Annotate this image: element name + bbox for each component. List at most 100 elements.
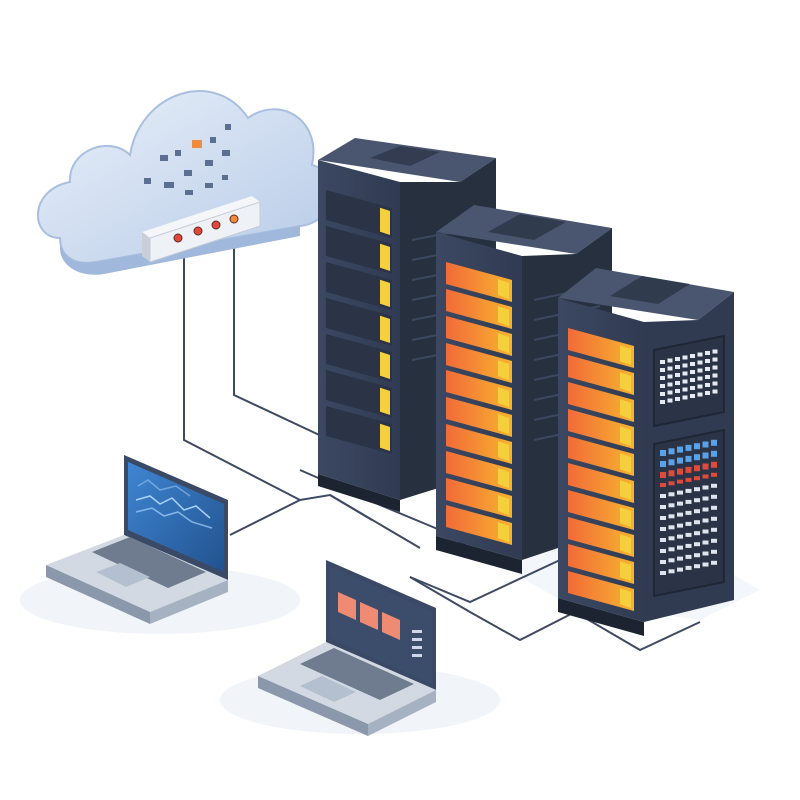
- status-cell: [685, 455, 692, 462]
- panel-dot: [705, 359, 710, 363]
- panel-dot: [705, 351, 710, 355]
- panel-dot: [712, 389, 718, 394]
- drive-indicator: [620, 507, 631, 527]
- drive-indicator: [620, 426, 631, 446]
- status-cell: [668, 525, 675, 530]
- panel-dot: [705, 391, 710, 395]
- status-cell: [677, 512, 683, 517]
- status-cell: [677, 534, 683, 539]
- drive-bay: [568, 382, 634, 422]
- status-cell: [702, 518, 709, 523]
- status-cell: [677, 556, 683, 561]
- drive-bay: [568, 544, 634, 584]
- panel-dot: [682, 363, 688, 368]
- server-rack-icon: [558, 268, 734, 636]
- drive-bay: [326, 406, 392, 454]
- status-cell: [668, 569, 675, 574]
- screen-tile: [382, 612, 400, 640]
- status-cell: [677, 457, 683, 464]
- panel-dot: [682, 387, 688, 392]
- drive-bay: [446, 343, 512, 383]
- status-cell: [685, 466, 692, 473]
- drive-bay: [326, 298, 392, 346]
- panel-dot: [690, 370, 695, 374]
- laptop-icon: [46, 455, 228, 624]
- rack-3-upper-panel: [653, 334, 725, 428]
- panel-dot: [667, 358, 673, 363]
- drive-bay: [568, 490, 634, 530]
- status-cell: [685, 444, 692, 451]
- status-cell: [677, 479, 683, 484]
- drive-indicator: [380, 279, 390, 307]
- panel-dot: [690, 362, 695, 366]
- status-cell: [694, 531, 700, 536]
- drive-bay: [326, 190, 392, 238]
- drive-bay: [568, 517, 634, 557]
- status-cell: [694, 443, 700, 450]
- panel-dot: [675, 381, 680, 385]
- panel-dot: [697, 352, 703, 357]
- rack-3-status-panel: [653, 428, 725, 598]
- status-cell: [694, 509, 700, 514]
- drive-indicator: [620, 399, 631, 419]
- status-cell: [694, 476, 700, 481]
- status-cell: [694, 465, 700, 472]
- panel-dot: [682, 379, 688, 384]
- status-cell: [685, 543, 692, 548]
- status-cell: [668, 558, 675, 563]
- status-cell: [702, 529, 709, 534]
- status-cell: [694, 454, 700, 461]
- panel-dot: [690, 378, 695, 382]
- status-cell: [660, 461, 666, 467]
- status-cell: [694, 487, 700, 492]
- drive-bay: [326, 262, 392, 310]
- status-cell: [694, 520, 700, 525]
- status-cell: [702, 496, 709, 501]
- drive-indicator: [620, 453, 631, 473]
- status-cell: [685, 521, 692, 526]
- drive-bay: [568, 409, 634, 449]
- panel-dot: [675, 389, 680, 393]
- drive-indicator: [380, 315, 390, 343]
- status-cell: [660, 560, 666, 564]
- panel-dot: [697, 360, 703, 365]
- drive-indicator: [498, 279, 509, 299]
- drive-bay: [446, 370, 512, 410]
- drive-indicator: [380, 207, 390, 235]
- laptop-1-screen-chart: [135, 479, 213, 529]
- panel-dot: [675, 365, 680, 369]
- status-cell: [685, 510, 692, 515]
- drive-indicator: [498, 333, 509, 353]
- status-cell: [694, 542, 700, 547]
- panel-dot: [705, 375, 710, 379]
- panel-dot: [660, 368, 665, 372]
- drive-bay: [446, 424, 512, 464]
- status-cell: [660, 549, 666, 553]
- panel-dot: [712, 365, 718, 370]
- panel-dot: [712, 373, 718, 378]
- drive-bay: [446, 478, 512, 518]
- rack-3-drive-bays: [568, 328, 634, 611]
- drive-bay: [446, 262, 512, 302]
- status-cell: [668, 470, 675, 477]
- status-cell: [711, 461, 717, 468]
- screen-tile: [338, 592, 356, 620]
- panel-dot: [682, 355, 688, 360]
- status-cell: [677, 567, 683, 572]
- panel-dot: [667, 374, 673, 379]
- status-cell: [685, 554, 692, 559]
- drive-bay: [568, 463, 634, 503]
- panel-dot: [705, 383, 710, 387]
- status-cell: [702, 540, 709, 545]
- drive-bay: [568, 436, 634, 476]
- screen-tile: [360, 602, 378, 630]
- status-cell: [660, 527, 666, 531]
- status-cell: [711, 483, 717, 488]
- panel-dot: [690, 354, 695, 358]
- status-cell: [677, 523, 683, 528]
- status-cell: [702, 551, 709, 556]
- status-cell: [668, 536, 675, 541]
- drive-indicator: [498, 306, 509, 326]
- panel-dot: [682, 371, 688, 376]
- panel-dot: [660, 376, 665, 380]
